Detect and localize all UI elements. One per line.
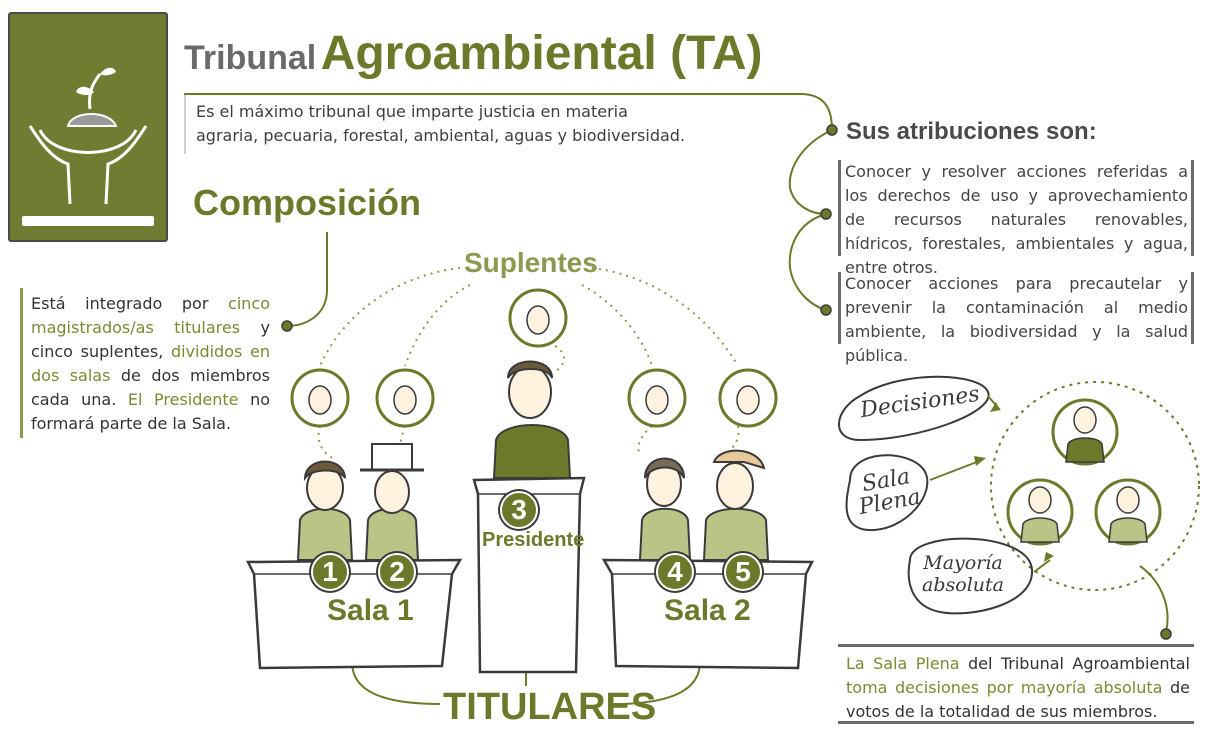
- arc-down-1: [317, 425, 337, 461]
- titulares-connector-right: [613, 661, 701, 705]
- number-badge-3: 3: [500, 491, 538, 529]
- comp-text-6: no formará parte de la Sala.: [31, 390, 271, 433]
- sala-plena-description: La Sala Plena del Tribunal Agroambiental…: [838, 644, 1194, 724]
- title-part-1: Tribunal: [184, 39, 317, 77]
- number-badge-2: 2: [378, 553, 416, 591]
- attr-connector-2: [788, 213, 827, 311]
- intro-line-1: Es el máximo tribunal que imparte justic…: [196, 102, 628, 121]
- comp-text-0: Está integrado por: [31, 294, 229, 313]
- intro-text: Es el máximo tribunal que imparte justic…: [184, 94, 824, 154]
- composicion-title: Composición: [193, 182, 422, 223]
- composicion-connector: [286, 232, 328, 327]
- attr-connector-1: [788, 129, 833, 215]
- comp-text-highlight-5: El Presidente: [127, 390, 239, 409]
- intro-line-2: agraria, pecuaria, forestal, ambiental, …: [196, 126, 686, 145]
- decisiones-bubble: [838, 375, 990, 442]
- atribuciones-title: Sus atribuciones son:: [846, 118, 1097, 145]
- comp-text-2: y cinco suplentes,: [31, 318, 270, 361]
- arc-down-4: [637, 425, 653, 457]
- dot-attr-title: [826, 124, 838, 136]
- tribunal-logo: [8, 12, 168, 242]
- mayoria-bubble: [907, 537, 1034, 615]
- atribucion-item-1: Conocer y resolver acciones referidas a …: [838, 160, 1194, 277]
- arc-down-3: [554, 345, 565, 373]
- number-badge-4: 4: [656, 553, 694, 591]
- dot-composicion: [281, 320, 293, 332]
- dot-attr-2: [820, 304, 832, 316]
- presidente-label: Presidente: [482, 529, 585, 551]
- bottom-highlight-2: toma decisiones por mayoría absoluta: [846, 678, 1163, 697]
- comp-text-highlight-1: cinco magistrados/as titulares: [31, 294, 270, 337]
- dot-attr-1: [820, 208, 832, 220]
- bottom-text-1: del Tribunal Agroambiental: [959, 654, 1190, 673]
- comp-text-4: de dos miembros cada una.: [31, 366, 271, 409]
- atribucion-item-2: Conocer acciones para precautelar y prev…: [838, 272, 1194, 365]
- dot-plena: [1160, 628, 1172, 640]
- mayoria-line-2: absoluta: [922, 574, 1004, 596]
- suplentes-label: Suplentes: [464, 247, 598, 278]
- composicion-text: Está integrado por cinco magistrados/as …: [20, 288, 270, 438]
- arc-down-5: [727, 425, 740, 453]
- titulares-label: TITULARES: [443, 686, 657, 728]
- plena-connector: [1139, 565, 1169, 633]
- sala-2-label: Sala 2: [664, 594, 751, 627]
- hands-sprout-icon: [28, 67, 148, 205]
- logo-bar: [22, 216, 154, 226]
- bottom-highlight-0: La Sala Plena: [846, 654, 960, 673]
- bottom-text-3: de votos de la totalidad de sus miembros…: [846, 678, 1190, 721]
- comp-text-highlight-3: divididos en dos salas: [31, 342, 270, 385]
- arc-suplente-4: [581, 284, 653, 367]
- sala-1-label: Sala 1: [327, 594, 414, 627]
- arc-suplente-5: [591, 267, 739, 367]
- mayoria-label: Mayoría absoluta: [908, 552, 1018, 596]
- number-badge-1: 1: [311, 553, 349, 591]
- plena-dotted-circle: [990, 381, 1200, 591]
- intro-connector: [184, 93, 833, 131]
- arc-suplente-2: [404, 284, 471, 367]
- number-badge-5: 5: [724, 553, 762, 591]
- mayoria-line-1: Mayoría: [923, 552, 1003, 574]
- sala-plena-bubble: [845, 454, 929, 532]
- page-title: Tribunal Agroambiental (TA): [184, 26, 762, 81]
- arc-suplente-1: [319, 267, 461, 367]
- titulares-connector-left: [351, 661, 441, 705]
- title-part-2: Agroambiental (TA): [320, 27, 763, 80]
